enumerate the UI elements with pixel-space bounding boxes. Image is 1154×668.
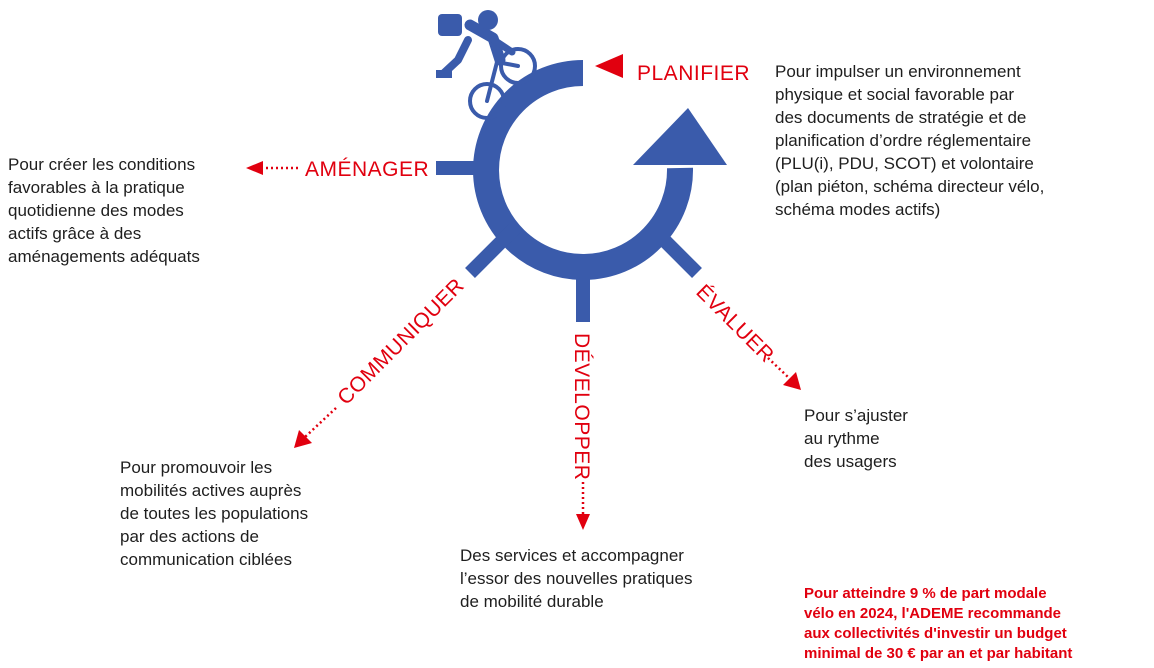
description-line: physique et social favorable par <box>775 85 1015 104</box>
description-line: de toutes les populations <box>120 504 309 523</box>
description-line: favorables à la pratique <box>8 178 185 197</box>
spoke-communiquer <box>465 221 522 278</box>
budget-note: Pour atteindre 9 % de part modale vélo e… <box>804 584 1072 664</box>
note-line: vélo en 2024, l'ADEME recommande <box>804 605 1061 622</box>
amenager-label: AMÉNAGER <box>305 158 429 181</box>
description-line: par des actions de <box>120 527 259 546</box>
description-line: Pour impulser un environnement <box>775 62 1021 81</box>
planifier-label: PLANIFIER <box>637 62 750 85</box>
description-line: des usagers <box>804 452 897 471</box>
description-line: Pour créer les conditions <box>8 155 196 174</box>
note-line: aux collectivités d'investir un budget <box>804 625 1067 642</box>
description-line: actifs grâce à des <box>8 224 142 243</box>
note-line: Pour atteindre 9 % de part modale <box>804 585 1047 602</box>
description-line: Des services et accompagner <box>460 546 684 565</box>
communiquer-dotted-line <box>304 407 337 438</box>
cycle-arrowhead <box>633 108 727 165</box>
developper-description: Des services et accompagner l’essor des … <box>460 544 692 613</box>
description-line: Pour promouvoir les <box>120 458 273 477</box>
amenager-arrow <box>246 161 263 175</box>
communiquer-description: Pour promouvoir les mobilités actives au… <box>120 456 308 571</box>
evaluer-label: ÉVALUER <box>691 280 778 367</box>
description-line: de mobilité durable <box>460 592 604 611</box>
amenager-description: Pour créer les conditions favorables à l… <box>8 153 200 268</box>
evaluer-description: Pour s’ajuster au rythme des usagers <box>804 404 908 473</box>
note-line: minimal de 30 € par an et par habitant <box>804 645 1073 662</box>
description-line: l’essor des nouvelles pratiques <box>460 569 693 588</box>
description-line: des documents de stratégie et de <box>775 108 1027 127</box>
cyclist-icon <box>436 10 537 120</box>
planifier-arrow <box>595 54 623 78</box>
description-line: communication ciblées <box>120 550 292 569</box>
description-line: mobilités actives auprès <box>120 481 302 500</box>
spoke-evaluer <box>645 221 702 278</box>
description-line: planification d’ordre réglementaire <box>775 131 1032 150</box>
description-line: quotidienne des modes <box>8 201 184 220</box>
planifier-description: Pour impulser un environnement physique … <box>775 60 1044 221</box>
evaluer-dotted-line <box>767 357 789 378</box>
developper-arrow <box>576 514 590 530</box>
description-line: (PLU(i), PDU, SCOT) et volontaire <box>775 154 1034 173</box>
communiquer-label: COMMUNIQUER <box>333 274 469 410</box>
evaluer-arrow <box>783 372 801 390</box>
communiquer-arrow <box>294 430 312 448</box>
cycle-ring <box>473 60 694 280</box>
description-line: au rythme <box>804 429 880 448</box>
description-line: schéma modes actifs) <box>775 200 941 219</box>
description-line: Pour s’ajuster <box>804 406 908 425</box>
developper-label: DÉVELOPPER <box>570 333 593 480</box>
description-line: (plan piéton, schéma directeur vélo, <box>775 177 1045 196</box>
description-line: aménagements adéquats <box>8 247 200 266</box>
